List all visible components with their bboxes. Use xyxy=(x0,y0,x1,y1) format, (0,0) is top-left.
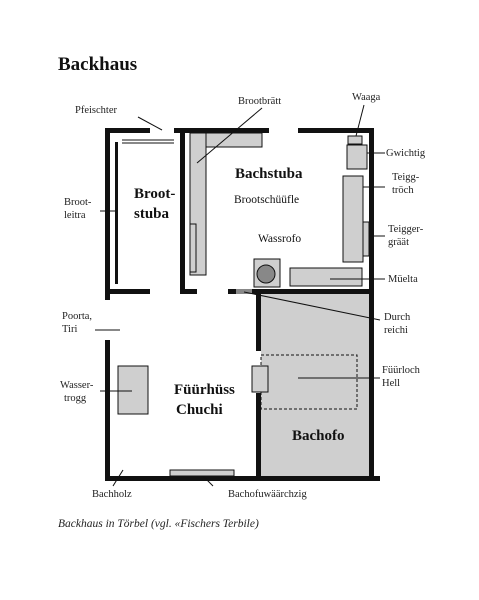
hatch xyxy=(236,289,252,294)
label-fuurloch-2: Hell xyxy=(382,378,400,389)
leader-lines xyxy=(95,104,385,487)
label-poorta-2: Tiri xyxy=(62,324,77,335)
label-durchreichi-2: reichi xyxy=(384,325,408,336)
label-wassertrogg-2: trogg xyxy=(64,393,87,404)
label-brootleitra-1: Broot- xyxy=(64,197,92,208)
oven-bachofo xyxy=(261,294,369,476)
room-brootstuba-2: stuba xyxy=(134,206,170,222)
water-trough xyxy=(117,365,149,415)
weights-gwichtig xyxy=(346,144,368,170)
label-muelta: Müelta xyxy=(388,274,418,285)
bread-board-top xyxy=(205,132,263,148)
trough-muelta xyxy=(289,267,363,287)
label-durchreichi-1: Durch xyxy=(384,312,411,323)
label-bachholz: Bachholz xyxy=(92,489,132,500)
room-bachstuba: Bachstuba xyxy=(235,166,303,182)
oven-tools xyxy=(169,469,235,477)
label-wassrofo: Wassrofo xyxy=(258,233,301,245)
room-fuurhuss-chuchi-1: Füürhüss xyxy=(174,382,235,398)
diagram-title: Backhaus xyxy=(58,54,138,75)
label-gwichtig: Gwichtig xyxy=(386,148,426,159)
room-brootstuba-1: Broot- xyxy=(134,186,175,202)
label-poorta-1: Poorta, xyxy=(62,311,92,322)
label-brootbratt: Brootbrätt xyxy=(238,96,281,107)
window xyxy=(122,139,174,144)
label-brootleitra-2: leitra xyxy=(64,210,86,221)
label-bachofuwaarchzig: Bachofuwäärchzig xyxy=(228,489,307,500)
dough-tools xyxy=(362,221,370,257)
label-fuurloch-1: Füürloch xyxy=(382,365,421,376)
label-teiggergraat-2: gräät xyxy=(388,237,409,248)
label-pfeischter: Pfeischter xyxy=(75,105,117,116)
label-waaga: Waaga xyxy=(352,92,381,103)
dough-trough xyxy=(342,175,364,263)
label-teiggtrach-2: tröch xyxy=(392,185,414,196)
figure-caption: Backhaus in Törbel (vgl. «Fischers Terbi… xyxy=(58,518,259,530)
label-brootschuufle: Brootschüüfle xyxy=(234,194,299,206)
room-fuurhuss-chuchi-2: Chuchi xyxy=(176,402,223,418)
water-stove-kettle xyxy=(256,264,276,284)
shelf xyxy=(189,223,197,273)
label-wassertrogg-1: Wasser- xyxy=(60,380,94,391)
bread-ladder xyxy=(115,142,118,284)
fire-hole xyxy=(251,365,269,393)
label-teiggergraat-1: Teigger- xyxy=(388,224,424,235)
scale-waaga xyxy=(347,135,363,145)
room-bachofo: Bachofo xyxy=(292,428,345,444)
label-teiggtrach-1: Teigg- xyxy=(392,172,420,183)
